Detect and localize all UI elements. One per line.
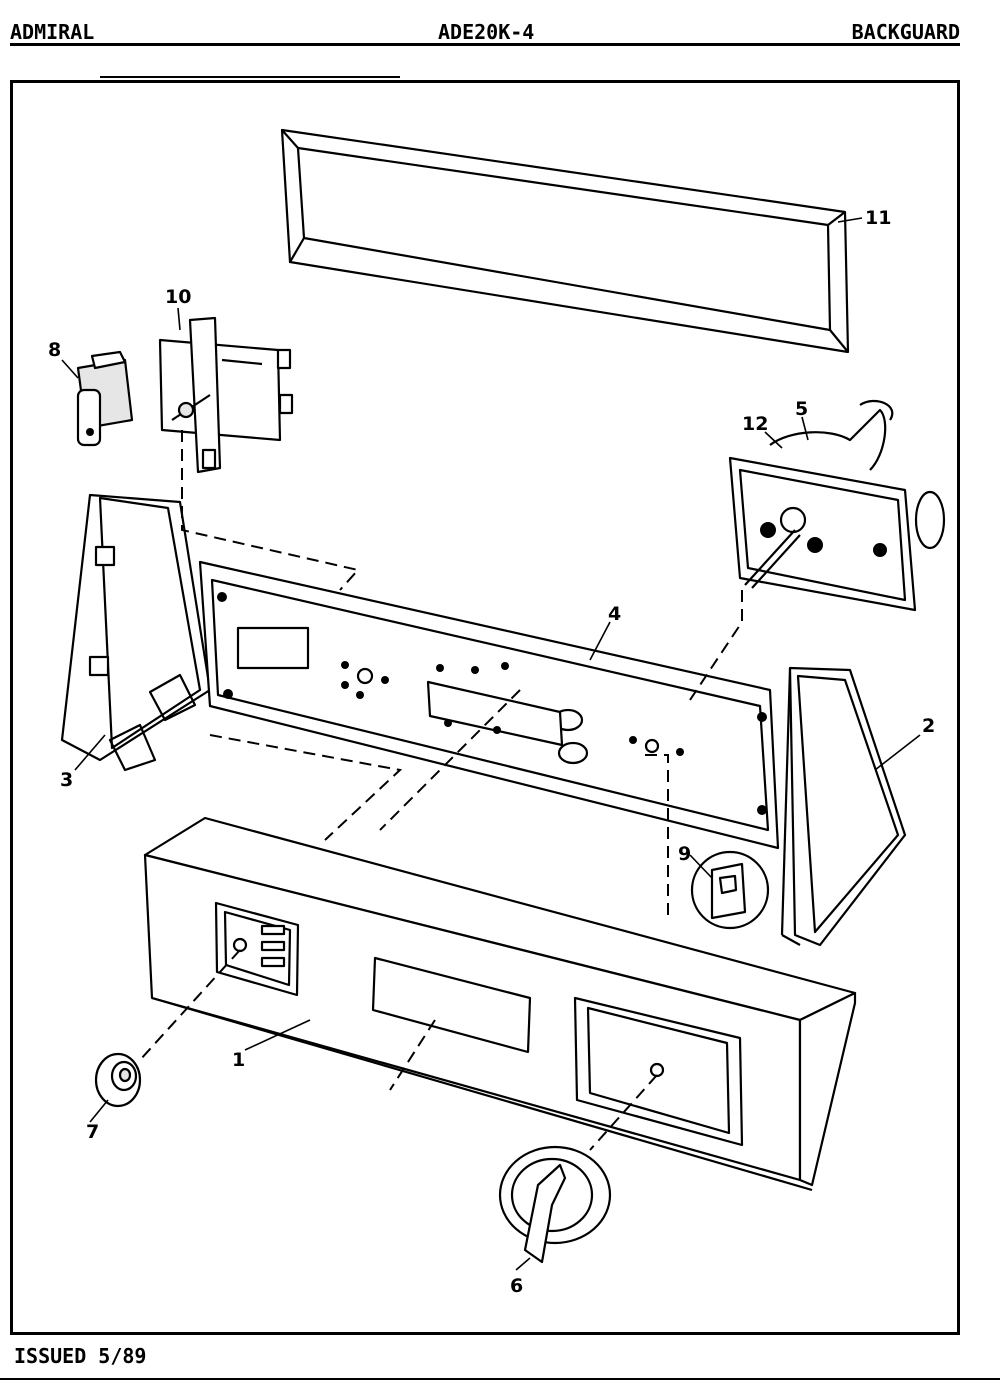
part-3-left-end-cap bbox=[60, 493, 212, 772]
callout-5: 5 bbox=[795, 398, 808, 420]
callout-8: 8 bbox=[48, 339, 61, 361]
callout-10: 10 bbox=[165, 286, 191, 308]
part-4-control-panel bbox=[198, 560, 780, 850]
callout-3: 3 bbox=[60, 769, 73, 791]
part-10-relay bbox=[158, 316, 294, 474]
header-brand: ADMIRAL bbox=[10, 20, 95, 44]
header-section: BACKGUARD bbox=[851, 20, 960, 44]
diagram-frame bbox=[10, 80, 960, 1335]
callout-4: 4 bbox=[608, 603, 621, 625]
part-7-knob bbox=[94, 1052, 142, 1108]
callout-9: 9 bbox=[678, 843, 691, 865]
footer-rule bbox=[0, 1378, 1000, 1380]
header-model: ADE20K-4 bbox=[438, 20, 535, 44]
header-rule bbox=[10, 43, 960, 46]
part-2-right-end-cap bbox=[780, 666, 907, 947]
part-11-trim bbox=[280, 128, 850, 354]
callout-12: 12 bbox=[742, 413, 768, 435]
assembly-lines bbox=[139, 430, 743, 1151]
part-6-knob bbox=[498, 1145, 612, 1264]
callout-2: 2 bbox=[922, 715, 935, 737]
callout-leaders bbox=[61, 217, 921, 1271]
callout-1: 1 bbox=[232, 1049, 245, 1071]
header-rule-short bbox=[100, 76, 400, 78]
part-8-switch bbox=[76, 350, 134, 447]
callout-11: 11 bbox=[865, 207, 891, 229]
part-1-housing bbox=[143, 816, 857, 1192]
callout-7: 7 bbox=[86, 1121, 99, 1143]
callout-labels: 11 10 8 12 5 4 2 3 9 1 7 6 bbox=[48, 207, 935, 1297]
part-9-clip bbox=[690, 850, 770, 930]
part-5-motor-switch bbox=[728, 399, 946, 612]
footer-issued: ISSUED 5/89 bbox=[14, 1344, 147, 1368]
callout-6: 6 bbox=[510, 1275, 523, 1297]
